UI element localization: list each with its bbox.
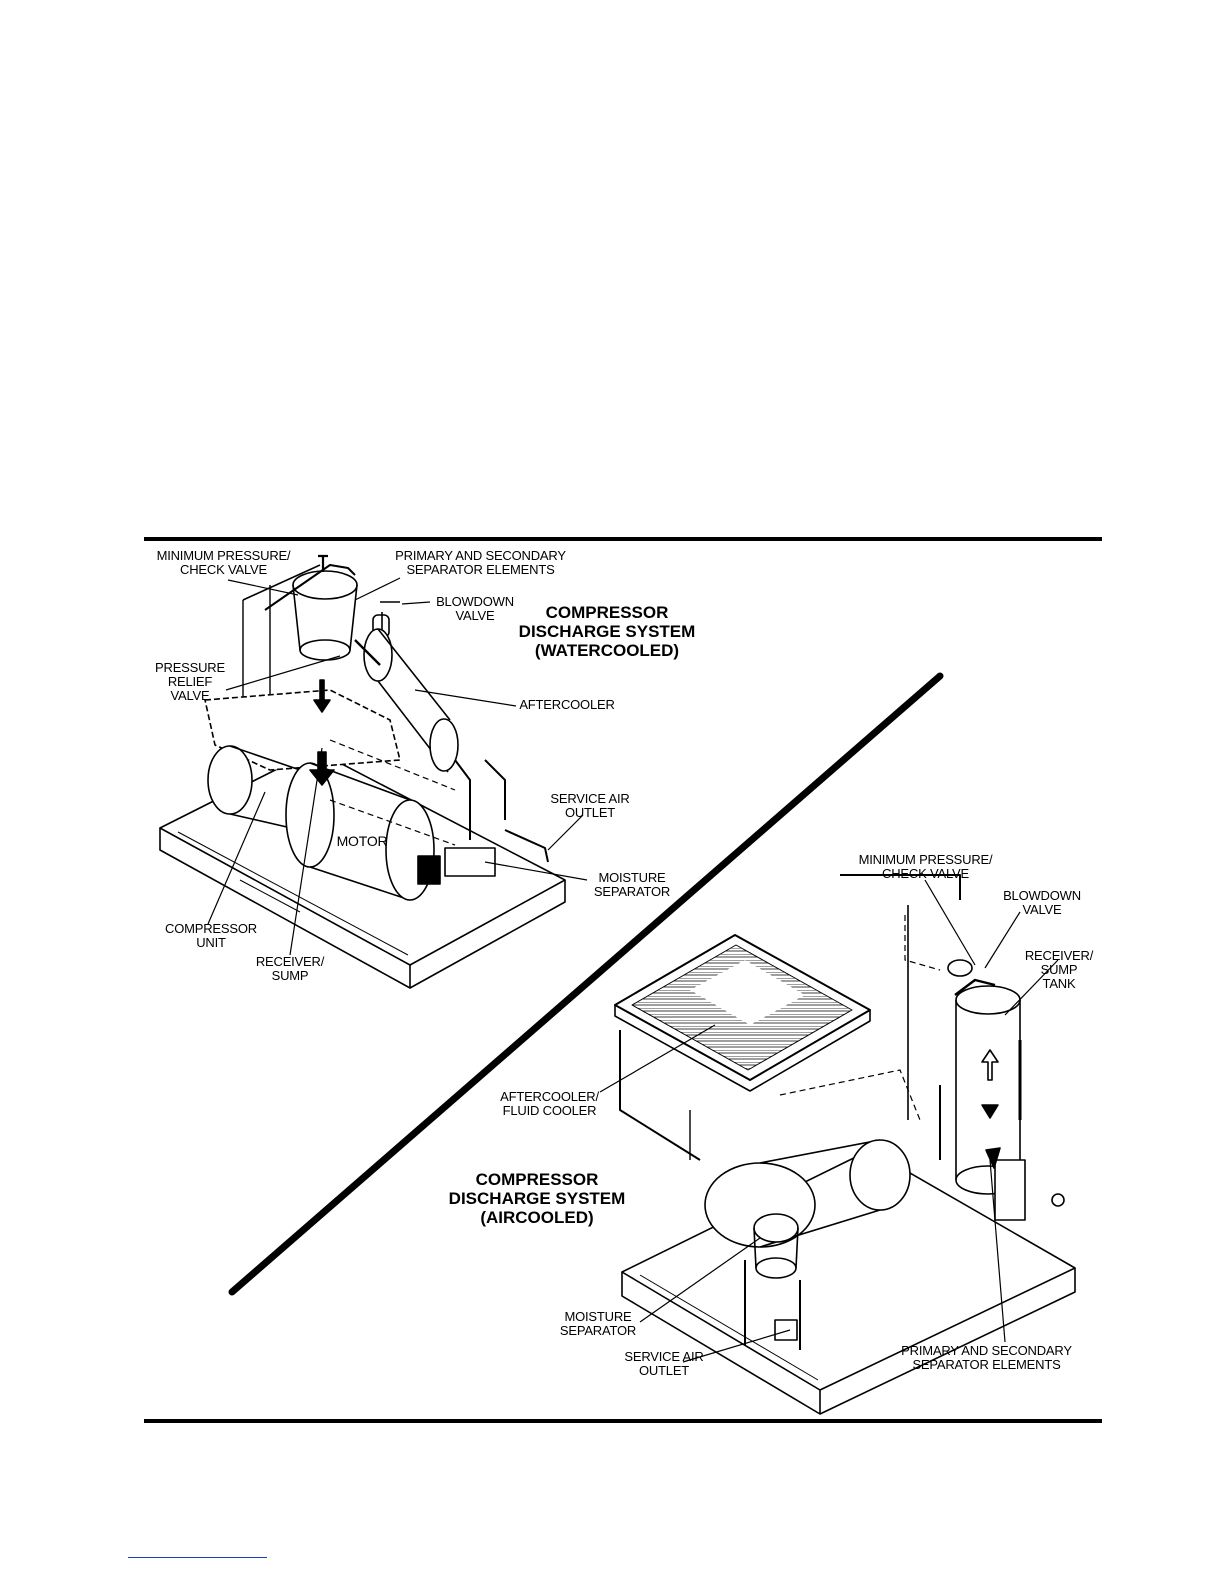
wc-min-pressure-check-valve-label: MINIMUM PRESSURE/ CHECK VALVE: [156, 548, 291, 577]
wc-pressure-relief-valve-label: PRESSURE RELIEF VALVE: [155, 660, 225, 703]
diagonal-divider: [228, 672, 944, 1296]
wc-compressor-unit-label: COMPRESSOR UNIT: [165, 921, 257, 950]
ac-service-air-outlet-label: SERVICE AIR OUTLET: [624, 1349, 704, 1378]
wc-moisture-separator-label: MOISTURE SEPARATOR: [593, 870, 671, 899]
ac-separator-elements-label: PRIMARY AND SECONDARY SEPARATOR ELEMENTS: [901, 1343, 1072, 1372]
ac-receiver-sump-tank-label: RECEIVER/ SUMP TANK: [1024, 948, 1094, 991]
wc-aftercooler-label: AFTERCOOLER: [519, 697, 615, 712]
aircooled-unit: [599, 874, 1076, 1415]
footnote-rule: [128, 1557, 267, 1558]
wc-separator-elements-label: PRIMARY AND SECONDARY SEPARATOR ELEMENTS: [395, 548, 566, 577]
bottom-rule: [144, 1419, 1102, 1423]
ac-blowdown-valve-label: BLOWDOWN VALVE: [1003, 888, 1081, 917]
ac-min-pressure-check-valve-label: MINIMUM PRESSURE/ CHECK VALVE: [858, 852, 993, 881]
wc-service-air-outlet-label: SERVICE AIR OUTLET: [550, 791, 630, 820]
wc-receiver-sump-label: RECEIVER/ SUMP: [255, 954, 325, 983]
watercooled-title: COMPRESSOR DISCHARGE SYSTEM (WATERCOOLED…: [518, 603, 696, 660]
ac-aftercooler-fluid-cooler-label: AFTERCOOLER/ FLUID COOLER: [500, 1089, 599, 1118]
ac-moisture-separator-label: MOISTURE SEPARATOR: [559, 1309, 637, 1338]
watercooled-unit: [159, 554, 588, 989]
top-rule: [144, 537, 1102, 541]
wc-motor-label: MOTOR: [336, 833, 388, 849]
aircooled-title: COMPRESSOR DISCHARGE SYSTEM (AIRCOOLED): [448, 1170, 626, 1227]
wc-blowdown-valve-label: BLOWDOWN VALVE: [436, 594, 514, 623]
